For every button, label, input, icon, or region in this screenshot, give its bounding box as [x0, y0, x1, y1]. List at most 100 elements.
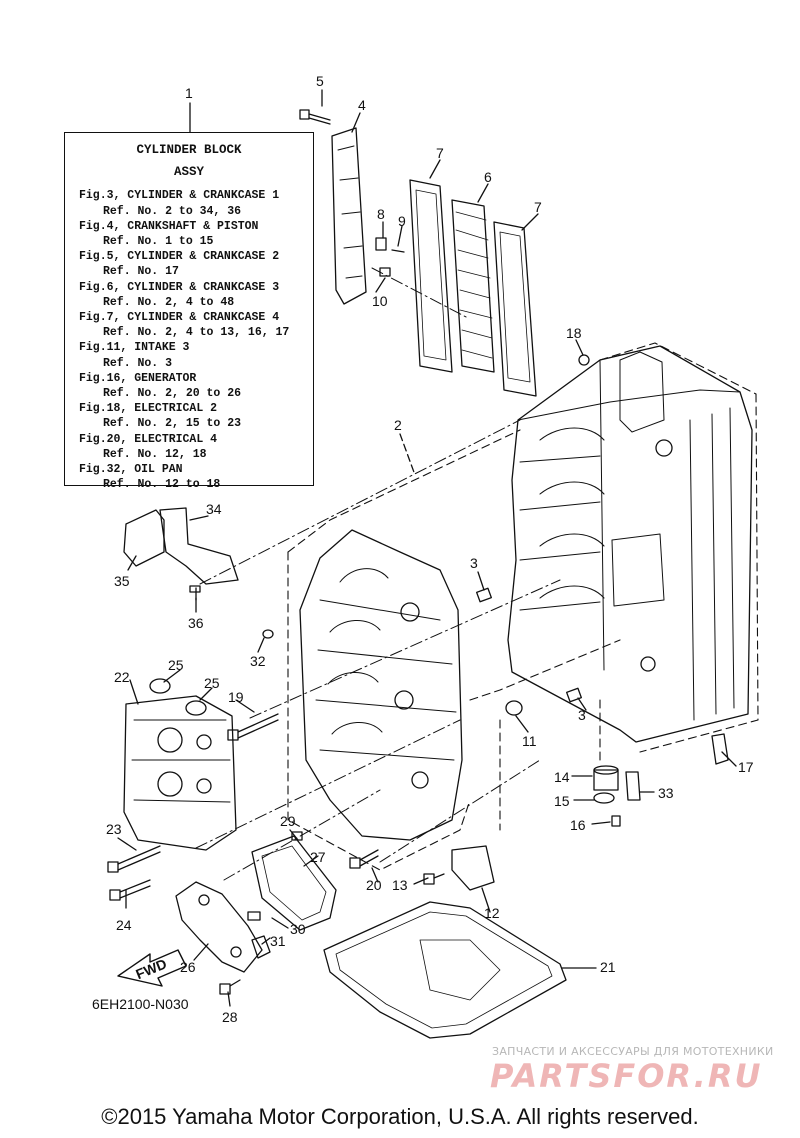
- callout-19: 19: [228, 689, 244, 705]
- bolt-part-19: [227, 713, 279, 741]
- assy-title: CYLINDER BLOCK: [136, 143, 242, 157]
- callout-15: 15: [554, 793, 570, 809]
- bolt-part-28: [219, 979, 241, 995]
- fig-ref-line: Fig.16, GENERATOR: [79, 371, 197, 385]
- bracket-part-34: [159, 507, 239, 585]
- fig-ref-line: Fig.5, CYLINDER & CRANKCASE 2: [79, 250, 280, 264]
- callout-25b: 25: [204, 675, 220, 691]
- assy-subtitle: ASSY: [173, 165, 204, 180]
- callout-31: 31: [270, 933, 286, 949]
- plate-part-6: [451, 199, 495, 373]
- callout-3: 3: [470, 555, 478, 571]
- callout-12: 12: [484, 905, 500, 921]
- ref-no-line: Ref. No. 3: [103, 356, 173, 370]
- gasket-part-7-left: [409, 179, 453, 373]
- clip-part-30: [247, 911, 261, 921]
- fig-ref-line: Fig.3, CYLINDER & CRANKCASE 1: [79, 189, 280, 203]
- bolt-part-20: [349, 849, 379, 869]
- plug-part-14: [593, 769, 619, 791]
- copyright-notice: ©2015 Yamaha Motor Corporation, U.S.A. A…: [101, 1104, 699, 1129]
- callout-22: 22: [114, 669, 130, 685]
- cover-part-26: [175, 881, 263, 973]
- bolt-part-16: [611, 815, 621, 827]
- callout-10: 10: [372, 293, 388, 309]
- plug-part-25b: [185, 700, 207, 716]
- callout-8: 8: [377, 206, 385, 222]
- fig-ref-line: Fig.32, OIL PAN: [79, 463, 183, 477]
- ref-no-line: Ref. No. 2, 4 to 48: [103, 295, 235, 309]
- callout-1: 1: [185, 85, 193, 101]
- callout-29: 29: [280, 813, 296, 829]
- dowel-part-29: [291, 831, 303, 841]
- cylinder-block-part-2: [507, 345, 753, 743]
- plug-part-25a: [149, 678, 171, 694]
- crankcase-block: [299, 529, 463, 841]
- fig-ref-line: Fig.7, CYLINDER & CRANKCASE 4: [79, 311, 280, 325]
- callout-20: 20: [366, 877, 382, 893]
- callout-28: 28: [222, 1009, 238, 1025]
- ref-no-line: Ref. No. 1 to 15: [103, 235, 214, 249]
- oring-part-11: [505, 700, 523, 716]
- callout-32: 32: [250, 653, 266, 669]
- callout-3b: 3: [578, 707, 586, 723]
- callout-24: 24: [116, 917, 132, 933]
- fitting-part-31: [251, 935, 271, 959]
- assembly-outline-dashed: [287, 342, 759, 871]
- callout-9: 9: [398, 213, 406, 229]
- callout-5: 5: [316, 73, 324, 89]
- dowel-part-3b: [566, 687, 582, 703]
- pin-part-10: [379, 267, 391, 277]
- callout-16: 16: [570, 817, 586, 833]
- callout-7a: 7: [436, 145, 444, 161]
- callout-35: 35: [114, 573, 130, 589]
- ref-no-line: Ref. No. 2, 20 to 26: [103, 387, 242, 401]
- plate-part-12: [451, 845, 495, 891]
- gasket-part-21: [323, 901, 567, 1039]
- callout-26: 26: [180, 959, 196, 975]
- ref-no-line: Ref. No. 12 to 18: [103, 478, 221, 492]
- bolt-part-23: [107, 845, 161, 873]
- screw-part-9: [391, 249, 405, 253]
- diagram-code: 6EH2100-N030: [92, 996, 189, 1012]
- callout-21: 21: [600, 959, 616, 975]
- ref-no-line: Ref. No. 2, 4 to 13, 16, 17: [103, 326, 290, 340]
- callout-2: 2: [394, 417, 402, 433]
- fig-ref-line: Fig.18, ELECTRICAL 2: [79, 402, 218, 416]
- ref-no-line: Ref. No. 17: [103, 265, 179, 279]
- clip-part-17: [711, 733, 729, 765]
- fwd-arrow-icon: FWD: [117, 949, 187, 987]
- assy-reference-box: CYLINDER BLOCK ASSY Fig.3, CYLINDER & CR…: [64, 132, 314, 491]
- watermark-logo: PARTSFOR.RU: [490, 1057, 763, 1095]
- callout-34: 34: [206, 501, 222, 517]
- callout-33: 33: [658, 785, 674, 801]
- callout-27: 27: [310, 849, 326, 865]
- gasket-part-7-right: [493, 221, 537, 397]
- bolt-part-24: [109, 879, 151, 901]
- bolt-part-13: [423, 873, 445, 885]
- ref-no-line: Ref. No. 2, 15 to 23: [103, 417, 242, 431]
- fig-ref-line: Fig.11, INTAKE 3: [79, 341, 190, 355]
- callout-14: 14: [554, 769, 570, 785]
- callout-18: 18: [566, 325, 582, 341]
- callout-17: 17: [738, 759, 754, 775]
- watermark-caption: ЗАПЧАСТИ И АКСЕССУАРЫ ДЛЯ МОТОТЕХНИКИ: [492, 1045, 774, 1058]
- callout-36: 36: [188, 615, 204, 631]
- sensor-part-33: [625, 771, 641, 801]
- oring-part-32: [262, 629, 274, 639]
- cylinder-head-part-22: [123, 695, 237, 851]
- cover-plate-part-4: [331, 127, 367, 305]
- bolt-part-5: [299, 109, 331, 125]
- gasket-part-27: [251, 835, 337, 931]
- fig-ref-line: Fig.4, CRANKSHAFT & PISTON: [79, 219, 259, 233]
- callout-4: 4: [358, 97, 366, 113]
- callout-23: 23: [106, 821, 122, 837]
- clip-part-8: [375, 237, 387, 251]
- callout-7b: 7: [534, 199, 542, 215]
- fig-ref-line: Fig.20, ELECTRICAL 4: [79, 432, 218, 446]
- ref-no-line: Ref. No. 2 to 34, 36: [103, 204, 242, 218]
- callout-25a: 25: [168, 657, 184, 673]
- cap-part-35: [123, 509, 165, 567]
- callout-30: 30: [290, 921, 306, 937]
- oring-part-15: [593, 792, 615, 804]
